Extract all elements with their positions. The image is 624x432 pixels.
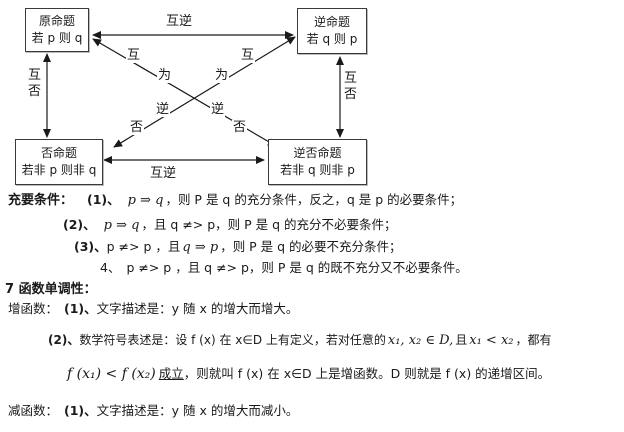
edge-label-right-char: 否: [344, 87, 358, 103]
edge-label-top: 互逆: [165, 10, 194, 29]
diag-label-char: 否: [129, 120, 145, 135]
item-text-underlined: 成立: [158, 366, 184, 381]
box-title: 否命题: [40, 145, 77, 160]
item-number: (3)、: [74, 239, 107, 254]
item-text: ，则 P 是 q 的充分条件，反之，q 是 p 的必要条件；: [165, 192, 463, 207]
math-expression: q ⇒ p: [182, 240, 219, 255]
edge-label-left-char: 互: [28, 68, 42, 83]
item-text: p ≠> p ，且: [106, 239, 181, 254]
item-text: 数学符号表述是：设 f (x) 在 x∈D 上有定义，若对任意的: [79, 333, 386, 347]
math-expression: f (x₁) < f (x₂): [67, 366, 156, 382]
increasing-line-3: f (x₁) < f (x₂)成立，则就叫 f (x) 在 x∈D 上是增函数。…: [64, 365, 550, 383]
item-text: 文字描述是：y 随 x 的增大而减小。: [96, 403, 299, 418]
box-title: 逆命题: [313, 14, 350, 29]
decreasing-line-1: 减函数： (1)、文字描述是：y 随 x 的增大而减小。: [8, 403, 298, 419]
proposition-relation-diagram: 原命题 若 p 则 q 逆命题 若 q 则 p 否命题 若非 p 则非 q 逆否…: [0, 0, 380, 190]
monotonicity-heading-line: 7 函数单调性：: [5, 281, 97, 299]
decreasing-label: 减函数：: [8, 403, 59, 418]
increasing-line-1: 增函数： (1)、文字描述是：y 随 x 的增大而增大。: [8, 301, 298, 317]
edge-label-left: 互 否: [28, 68, 42, 101]
edge-label-right-char: 互: [344, 71, 358, 86]
diag-label-char: 逆: [210, 102, 226, 117]
math-expression: p ⇒ q: [103, 218, 140, 233]
edge-label-right: 互 否: [344, 71, 358, 104]
item-text: 且: [455, 333, 468, 347]
diagram-arrows-layer: [43, 31, 344, 164]
arrow-diagonal-tr-bl: [113, 36, 296, 148]
box-title: 逆否命题: [293, 145, 342, 160]
box-negation-proposition: 否命题 若非 p 则非 q: [15, 139, 103, 185]
box-subtitle: 若 p 则 q: [31, 31, 83, 45]
item-text: p ≠> p ，且 q ≠> p，则 P 是 q 的既不充分又不必要条件。: [126, 260, 468, 275]
box-title: 原命题: [38, 13, 75, 28]
math-expression: x₁, x₂ ∈ D,: [387, 333, 454, 348]
edge-label-left-char: 否: [28, 84, 42, 100]
box-subtitle: 若非 q 则非 p: [280, 163, 355, 177]
item-number: (1)、: [64, 403, 97, 418]
item-number: 4、: [100, 260, 121, 275]
diag-label-char: 否: [232, 120, 248, 135]
item-text: ，则就叫 f (x) 在 x∈D 上是增函数。D 则就是 f (x) 的递增区间…: [183, 366, 551, 381]
item-text: ，都有: [515, 333, 552, 347]
sufficiency-line-2: (2)、 p ⇒ q，且 q ≠> p，则 P 是 q 的充分不必要条件；: [63, 217, 397, 235]
item-text: ，且 q ≠> p，则 P 是 q 的充分不必要条件；: [141, 217, 397, 232]
sufficiency-line-1: 充要条件： (1)、 p ⇒ q，则 P 是 q 的充分条件，反之，q 是 p 的必…: [8, 192, 462, 210]
math-expression: x₁ < x₂: [469, 333, 514, 348]
edge-label-bottom: 互逆: [149, 162, 178, 181]
box-subtitle: 若 q 则 p: [306, 32, 358, 46]
item-number: (1)、: [87, 192, 120, 207]
diag-label-char: 为: [157, 68, 173, 83]
sufficiency-heading: 充要条件：: [8, 193, 74, 208]
box-contrapositive-proposition: 逆否命题 若非 q 则非 p: [268, 139, 367, 185]
diag-label-char: 为: [214, 68, 230, 83]
diag-label-char: 互: [240, 48, 256, 63]
sufficiency-line-4: 4、 p ≠> p ，且 q ≠> p，则 P 是 q 的既不充分又不必要条件。: [100, 260, 468, 276]
item-number: (2)、: [48, 333, 80, 347]
box-subtitle: 若非 p 则非 q: [21, 163, 97, 177]
box-converse-proposition: 逆命题 若 q 则 p: [297, 8, 367, 54]
box-original-proposition: 原命题 若 p 则 q: [25, 8, 89, 52]
item-text: ，则 P 是 q 的必要不充分条件；: [220, 239, 402, 254]
diag-label-char: 逆: [155, 102, 171, 117]
item-number: (1)、: [64, 301, 97, 316]
math-expression: p ⇒ q: [127, 193, 164, 208]
item-text: 文字描述是：y 随 x 的增大而增大。: [96, 301, 299, 316]
diag-label-char: 互: [126, 48, 142, 63]
monotonicity-heading: 7 函数单调性：: [5, 282, 97, 297]
increasing-label: 增函数：: [8, 301, 59, 316]
item-number: (2)、: [63, 217, 96, 232]
